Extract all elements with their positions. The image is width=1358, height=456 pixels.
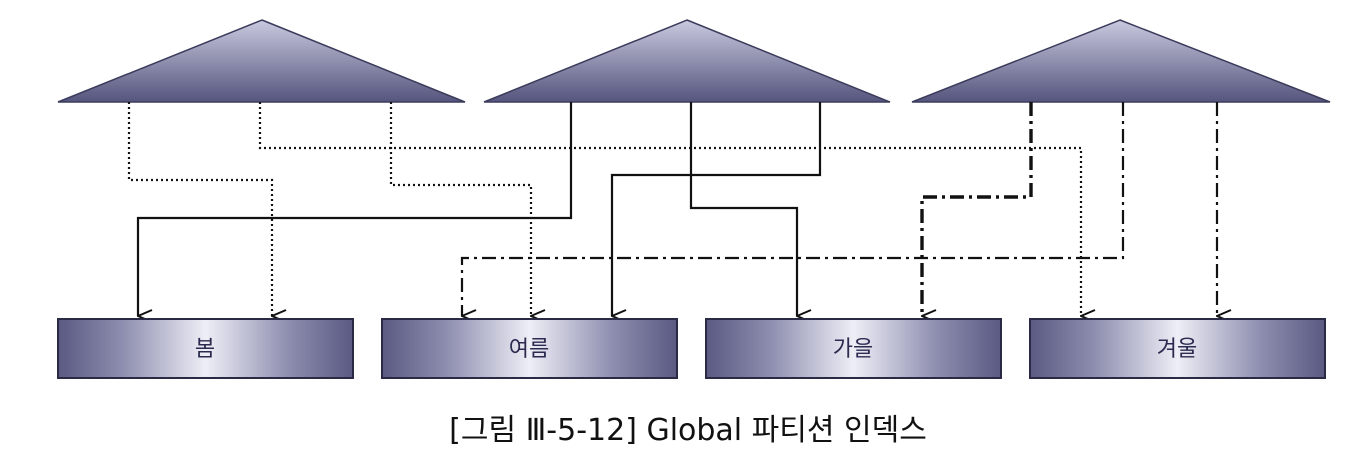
index-3-pointers <box>460 102 1217 316</box>
pointer-2c <box>610 102 822 316</box>
pointer-3b <box>460 102 1125 316</box>
pointer-1b <box>258 102 1081 316</box>
pointer-1a <box>127 102 272 316</box>
index-tree-3 <box>911 19 1331 103</box>
pointer-2b <box>689 102 797 316</box>
partition-summer: 여름 <box>381 318 678 379</box>
pointer-3a <box>920 102 1033 316</box>
partition-label: 겨울 <box>1157 337 1197 362</box>
index-1-pointers <box>127 102 1081 316</box>
partition-label: 봄 <box>195 337 215 362</box>
partition-winter: 겨울 <box>1029 318 1326 379</box>
partition-label: 여름 <box>509 337 549 362</box>
partition-spring: 봄 <box>57 318 354 379</box>
partition-label: 가을 <box>833 337 873 362</box>
index-2-pointers <box>136 102 822 316</box>
index-tree-2 <box>483 19 891 103</box>
figure-caption: [그림 Ⅲ-5-12] Global 파티션 인덱스 <box>449 413 927 448</box>
pointer-2a <box>136 102 573 316</box>
table-partitions: 봄 여름 가을 겨울 <box>57 318 1326 379</box>
index-trees <box>57 19 1331 103</box>
partition-autumn: 가을 <box>705 318 1002 379</box>
pointer-1c <box>389 102 531 316</box>
index-tree-1 <box>57 19 466 103</box>
